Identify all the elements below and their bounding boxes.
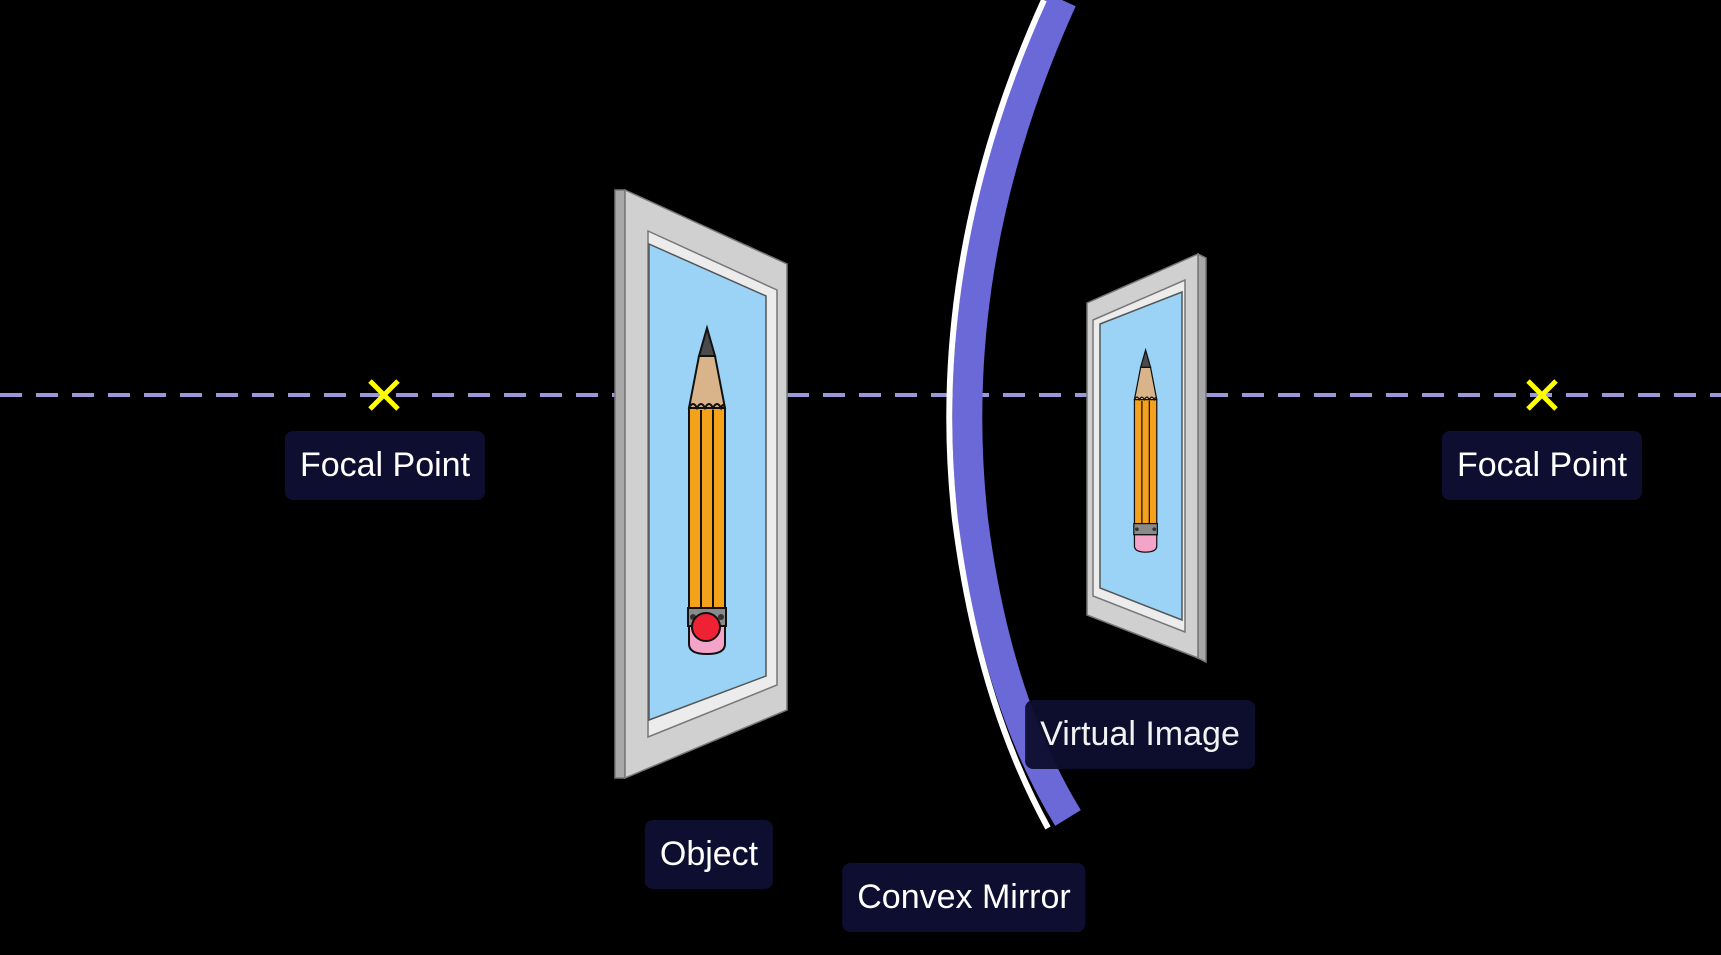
focal-point-right-cross-icon: [1526, 379, 1558, 411]
convex-mirror: [946, 0, 1081, 830]
object-frame: [614, 188, 788, 780]
mirror-back: [952, 0, 1081, 826]
object-pencil-icon: [687, 327, 727, 655]
object-label: Object: [644, 820, 774, 889]
virtual-image-label: Virtual Image: [1025, 700, 1255, 769]
focal-point-left-cross-icon: [368, 379, 400, 411]
convex-mirror-label: Convex Mirror: [842, 863, 1086, 932]
focal-point-left-label: Focal Point: [284, 431, 486, 500]
focal-point-right-label: Focal Point: [1441, 431, 1643, 500]
object-marker-dot: [691, 612, 721, 642]
mirror-reflective-edge: [946, 0, 1051, 830]
virtual-image-frame: [1086, 252, 1207, 664]
